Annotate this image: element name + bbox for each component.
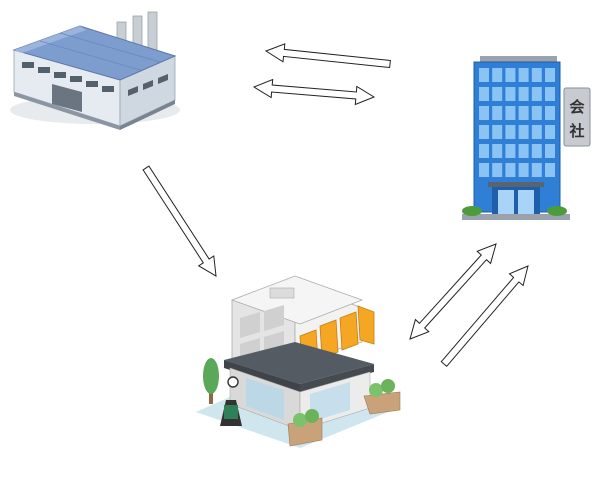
office-window [531, 87, 542, 101]
office-window [492, 87, 503, 101]
arrow-factory-to-store [142, 165, 217, 277]
office-window [479, 125, 489, 139]
office-window [505, 68, 516, 82]
office-window [492, 106, 503, 120]
office-window [505, 163, 516, 177]
factory-icon [10, 11, 180, 130]
office-window [518, 106, 529, 120]
office-window [479, 163, 489, 177]
office-window [531, 125, 542, 139]
office-window [492, 144, 503, 158]
office-window [492, 125, 503, 139]
office-window [545, 144, 555, 158]
company-sign: 会 社 [563, 87, 591, 147]
office-window [505, 125, 516, 139]
office-window [479, 87, 489, 101]
office-window [492, 163, 503, 177]
office-window [479, 144, 489, 158]
office-window [505, 106, 516, 120]
sign-char-1: 会 [569, 98, 584, 116]
office-window [492, 68, 503, 82]
office-window [545, 106, 555, 120]
arrow-store-to-company [440, 265, 529, 368]
office-window [545, 163, 555, 177]
connector-arrows [142, 43, 529, 368]
office-window [545, 87, 555, 101]
office-window [518, 163, 529, 177]
arrow-company-to-store-bidirectional [409, 243, 497, 340]
office-window [518, 68, 529, 82]
office-building-icon: 会 社 [462, 56, 591, 220]
office-window [545, 125, 555, 139]
office-window [479, 106, 489, 120]
arrow-factory-to-company-bidirectional [252, 78, 376, 106]
office-window [531, 106, 542, 120]
office-window [518, 125, 529, 139]
office-window [531, 144, 542, 158]
office-window [531, 163, 542, 177]
store-icon [196, 275, 401, 448]
office-window [531, 68, 542, 82]
sign-char-2: 社 [568, 122, 584, 140]
office-window [505, 144, 516, 158]
office-window [545, 68, 555, 82]
office-window [518, 144, 529, 158]
arrow-company-to-factory [264, 43, 391, 69]
office-window [479, 68, 489, 82]
office-window [505, 87, 516, 101]
office-window [518, 87, 529, 101]
